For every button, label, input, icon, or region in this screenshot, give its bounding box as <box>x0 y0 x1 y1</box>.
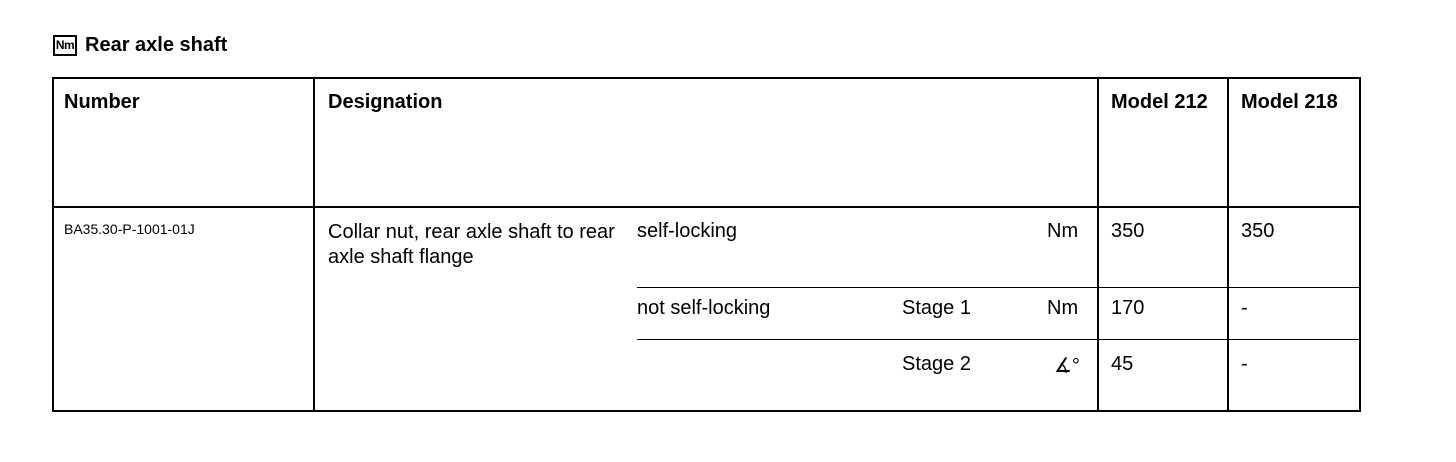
stage-label: Stage 2 <box>902 353 971 375</box>
page-title: Rear axle shaft <box>85 33 228 56</box>
value-model-218: - <box>1241 297 1248 319</box>
header-model-218: Model 218 <box>1241 91 1338 113</box>
col-divider <box>313 79 315 410</box>
condition-not-self-locking: not self-locking <box>637 297 771 319</box>
unit: Nm <box>1047 220 1079 242</box>
col-divider <box>1097 79 1099 410</box>
header-divider <box>54 206 1359 208</box>
torque-icon: Nm <box>53 34 77 56</box>
row-designation: Collar nut, rear axle shaft to rear axle… <box>328 221 615 268</box>
torque-table: Number Designation Model 212 Model 218 B… <box>52 77 1361 412</box>
row-divider <box>637 339 1359 340</box>
value-model-212: 170 <box>1111 297 1145 319</box>
value-model-218: - <box>1241 353 1248 375</box>
row-number: BA35.30-P-1001-01J <box>64 221 195 237</box>
condition-self-locking: self-locking <box>637 220 738 242</box>
col-divider <box>1227 79 1229 410</box>
header-designation: Designation <box>328 91 443 113</box>
value-model-218: 350 <box>1241 220 1275 242</box>
angle-unit-icon: ∡° <box>1054 355 1080 377</box>
section-title: Nm Rear axle shaft <box>53 32 227 58</box>
value-model-212: 350 <box>1111 220 1145 242</box>
stage-label: Stage 1 <box>902 297 971 319</box>
header-number: Number <box>64 91 140 113</box>
header-model-212: Model 212 <box>1111 91 1208 113</box>
value-model-212: 45 <box>1111 353 1134 375</box>
unit: Nm <box>1047 297 1079 319</box>
row-divider <box>637 287 1359 288</box>
